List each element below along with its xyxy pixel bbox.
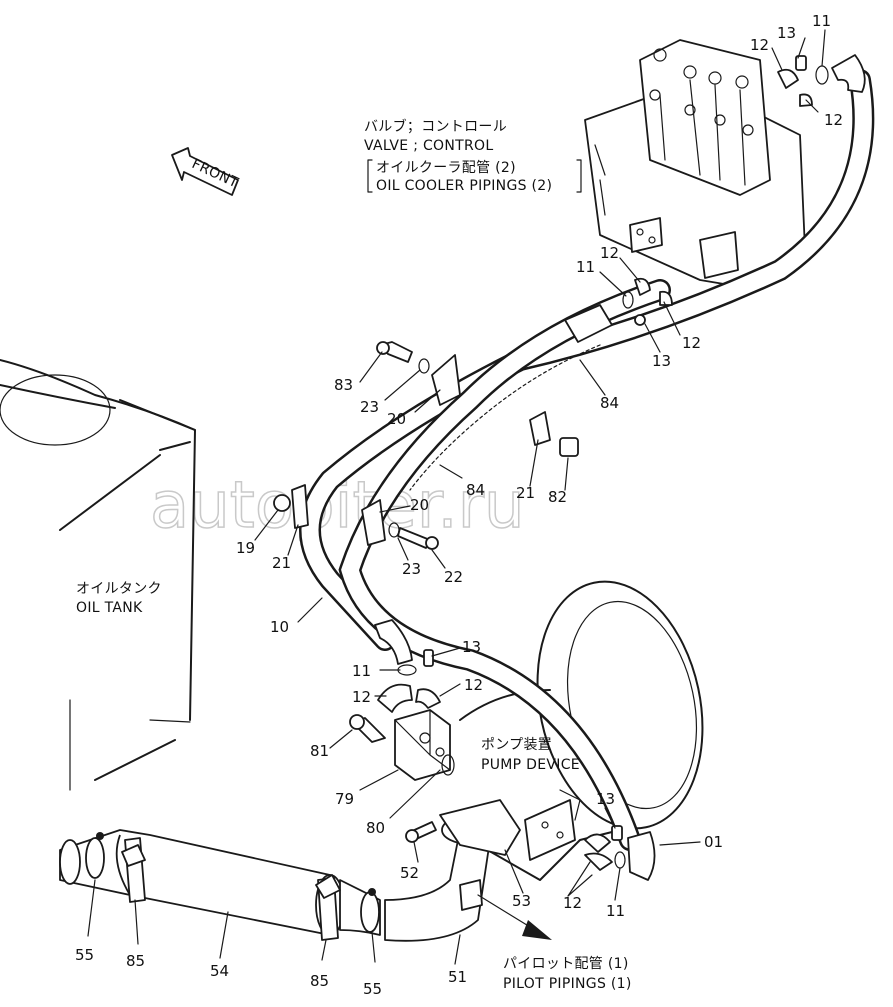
part-number-85-right: 85 — [310, 972, 329, 990]
bolt-81 — [349, 714, 386, 743]
elbow-fitting-top — [831, 54, 866, 93]
part-number-12-pump: 12 — [563, 894, 582, 912]
valve-control-jp: バルブ；コントロール — [364, 118, 507, 135]
bolt-13-mid — [634, 314, 646, 326]
valve-control-label: バルブ；コントロール VALVE ; CONTROL オイルクーラ配管 (2) … — [364, 118, 582, 194]
leader-lines — [87, 29, 826, 965]
part-number-01: 01 — [704, 833, 723, 851]
o-ring-11-lower — [397, 664, 417, 676]
part-number-11-pump: 11 — [606, 902, 625, 920]
clamp-20-lower — [361, 499, 386, 546]
elbow-fitting-lower — [374, 619, 413, 665]
split-flange-12-mid — [634, 277, 673, 306]
pump-device-label: ポンプ装置 PUMP DEVICE — [481, 737, 580, 773]
nut-19 — [273, 494, 291, 512]
pump-device-en: PUMP DEVICE — [481, 757, 580, 773]
part-number-55-right: 55 — [363, 980, 382, 998]
part-number-21-right: 21 — [516, 484, 535, 502]
part-number-84-upper: 84 — [600, 394, 619, 412]
plate-21-left — [291, 484, 309, 529]
o-ring-80 — [441, 754, 455, 776]
oil-tank-en: OIL TANK — [76, 600, 143, 616]
o-ring-11-mid — [622, 291, 634, 309]
part-number-21-left: 21 — [272, 554, 291, 572]
part-number-83: 83 — [334, 376, 353, 394]
part-number-23-lower: 23 — [402, 560, 421, 578]
bolt-13-lower — [423, 649, 434, 667]
part-number-80: 80 — [366, 819, 385, 837]
part-number-12-top-left: 12 — [750, 36, 769, 54]
front-arrow: FRONT — [171, 147, 241, 196]
hose-band-85-right — [315, 874, 341, 941]
part-number-19: 19 — [236, 539, 255, 557]
oil-tank — [0, 359, 196, 791]
part-number-23-upper: 23 — [360, 398, 379, 416]
oil-tank-jp: オイルタンク — [76, 581, 162, 597]
bolt-22 — [397, 527, 439, 550]
part-number-51: 51 — [448, 968, 467, 986]
pilot-en: PILOT PIPINGS (1) — [503, 976, 632, 992]
part-number-84-lower: 84 — [466, 481, 485, 499]
bolt-13-pump — [611, 825, 623, 841]
flange-block-79 — [394, 709, 451, 781]
pump-device-jp: ポンプ装置 — [481, 737, 552, 753]
part-number-22: 22 — [444, 568, 463, 586]
part-number-13-lower: 13 — [462, 638, 481, 656]
part-number-12-mid-right: 12 — [682, 334, 701, 352]
washer-23-upper — [418, 358, 430, 374]
part-numbers: 13 11 12 12 12 11 13 12 83 23 20 84 21 8… — [75, 12, 843, 998]
elbow-fitting-pump — [627, 831, 656, 881]
oil-cooler-jp: オイルクーラ配管 (2) — [376, 160, 516, 176]
hose-01 — [338, 279, 671, 851]
o-ring-11-top — [815, 65, 829, 85]
split-flange-12-lower — [377, 683, 441, 713]
split-flange-12-pump — [584, 833, 613, 871]
part-number-81: 81 — [310, 742, 329, 760]
part-number-82: 82 — [548, 488, 567, 506]
part-number-12-mid: 12 — [600, 244, 619, 262]
spacer-82 — [559, 437, 579, 457]
part-number-11-lower: 11 — [352, 662, 371, 680]
hose-clamp-55-right — [360, 888, 380, 933]
part-number-12-lower-right: 12 — [464, 676, 483, 694]
part-number-11-top: 11 — [812, 12, 831, 30]
bolt-13-top — [795, 55, 807, 71]
part-number-52: 52 — [400, 864, 419, 882]
part-number-85-left: 85 — [126, 952, 145, 970]
valve-control-en: VALVE ; CONTROL — [364, 138, 493, 154]
hose-clamp-55-left — [85, 832, 105, 879]
clamp-20-upper — [431, 354, 461, 406]
part-number-12-lower-left: 12 — [352, 688, 371, 706]
o-ring-11-pump — [614, 851, 626, 869]
part-number-20-lower: 20 — [410, 496, 429, 514]
oil-cooler-en: OIL COOLER PIPINGS (2) — [376, 178, 552, 194]
pilot-piping-label: パイロット配管 (1) PILOT PIPINGS (1) — [503, 956, 632, 992]
plate-21-right — [529, 411, 551, 446]
part-number-10: 10 — [270, 618, 289, 636]
pilot-jp: パイロット配管 (1) — [503, 956, 629, 972]
part-number-20-upper: 20 — [387, 410, 406, 428]
part-number-12-top-right: 12 — [824, 111, 843, 129]
part-number-13-top: 13 — [777, 24, 796, 42]
pump-device — [459, 580, 704, 881]
oil-tank-label: オイルタンク OIL TANK — [76, 581, 162, 616]
part-number-13-pump: 13 — [596, 790, 615, 808]
spiral-guard-84 — [409, 344, 601, 491]
part-number-13-mid: 13 — [652, 352, 671, 370]
part-number-79: 79 — [335, 790, 354, 808]
hose-end-fitting-mid — [564, 304, 613, 343]
part-number-55-left: 55 — [75, 946, 94, 964]
part-number-54: 54 — [210, 962, 229, 980]
bolt-83 — [376, 341, 413, 363]
part-number-53: 53 — [512, 892, 531, 910]
bolt-52 — [405, 821, 437, 843]
hose-band-85-left — [121, 837, 146, 903]
part-number-11-mid: 11 — [576, 258, 595, 276]
pilot-piping-arrow — [477, 894, 552, 940]
